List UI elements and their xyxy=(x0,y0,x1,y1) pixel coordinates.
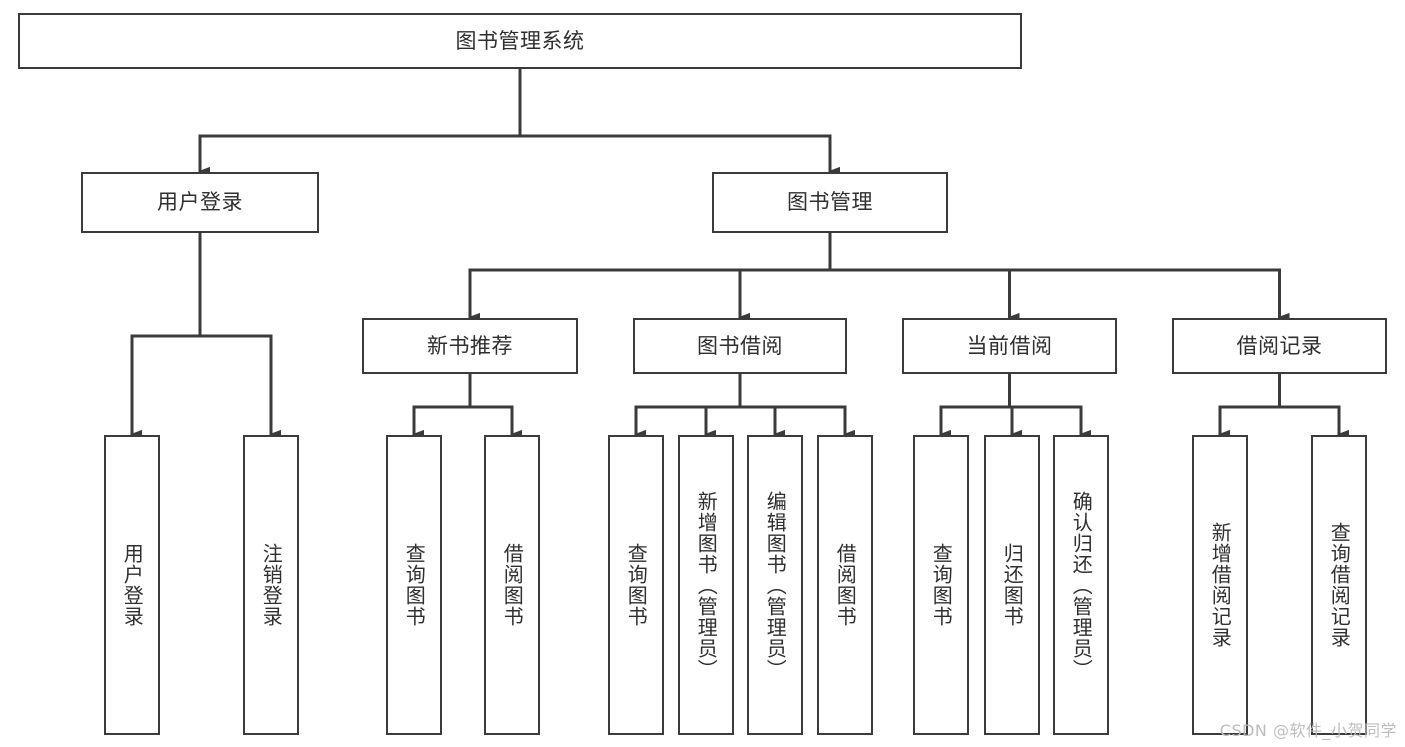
node-borrow-record-label: 借阅记录 xyxy=(1236,333,1323,358)
node-user-login[interactable]: 用户登录 xyxy=(81,172,319,233)
node-borrow-record[interactable]: 借阅记录 xyxy=(1172,318,1387,374)
node-leaf-user-login[interactable]: 用户登录 xyxy=(104,435,160,735)
node-leaf-add-book-label: 新增图书（管理员） xyxy=(694,490,719,680)
node-current-borrow[interactable]: 当前借阅 xyxy=(902,318,1117,374)
node-leaf-add-record[interactable]: 新增借阅记录 xyxy=(1192,435,1248,735)
node-book-borrow[interactable]: 图书借阅 xyxy=(633,318,847,374)
node-book-manage[interactable]: 图书管理 xyxy=(712,172,948,233)
node-leaf-query-book-1[interactable]: 查询图书 xyxy=(386,435,442,735)
node-leaf-borrow-book-2[interactable]: 借阅图书 xyxy=(817,435,873,735)
node-new-book-rec-label: 新书推荐 xyxy=(427,333,513,358)
node-leaf-borrow-book-2-label: 借阅图书 xyxy=(833,543,858,627)
node-leaf-return-book[interactable]: 归还图书 xyxy=(984,435,1040,735)
node-root[interactable]: 图书管理系统 xyxy=(18,13,1022,69)
node-leaf-confirm-return-label: 确认归还（管理员） xyxy=(1069,490,1094,680)
node-leaf-user-logout-label: 注销登录 xyxy=(259,543,284,627)
node-new-book-rec[interactable]: 新书推荐 xyxy=(362,318,578,374)
node-leaf-query-book-1-label: 查询图书 xyxy=(402,543,427,627)
node-leaf-user-login-label: 用户登录 xyxy=(120,543,145,627)
node-root-label: 图书管理系统 xyxy=(455,28,585,53)
node-book-manage-label: 图书管理 xyxy=(787,190,873,215)
node-leaf-edit-book-label: 编辑图书（管理员） xyxy=(763,490,788,680)
node-leaf-query-book-2[interactable]: 查询图书 xyxy=(608,435,664,735)
node-book-borrow-label: 图书借阅 xyxy=(697,333,783,358)
node-leaf-query-record-label: 查询借阅记录 xyxy=(1327,522,1352,648)
node-leaf-query-record[interactable]: 查询借阅记录 xyxy=(1311,435,1367,735)
node-leaf-confirm-return[interactable]: 确认归还（管理员） xyxy=(1053,435,1109,735)
node-current-borrow-label: 当前借阅 xyxy=(966,333,1053,358)
node-leaf-query-book-3-label: 查询图书 xyxy=(929,543,954,627)
node-leaf-add-book[interactable]: 新增图书（管理员） xyxy=(678,435,734,735)
node-leaf-borrow-book-1-label: 借阅图书 xyxy=(500,543,525,627)
node-leaf-return-book-label: 归还图书 xyxy=(1000,543,1025,627)
node-leaf-user-logout[interactable]: 注销登录 xyxy=(243,435,299,735)
node-leaf-query-book-3[interactable]: 查询图书 xyxy=(913,435,969,735)
node-user-login-label: 用户登录 xyxy=(157,190,243,215)
node-leaf-add-record-label: 新增借阅记录 xyxy=(1208,522,1233,648)
node-leaf-edit-book[interactable]: 编辑图书（管理员） xyxy=(747,435,803,735)
node-leaf-borrow-book-1[interactable]: 借阅图书 xyxy=(484,435,540,735)
csdn-watermark: CSDN @软件_小贺同学 xyxy=(1219,721,1397,740)
node-leaf-query-book-2-label: 查询图书 xyxy=(624,543,649,627)
